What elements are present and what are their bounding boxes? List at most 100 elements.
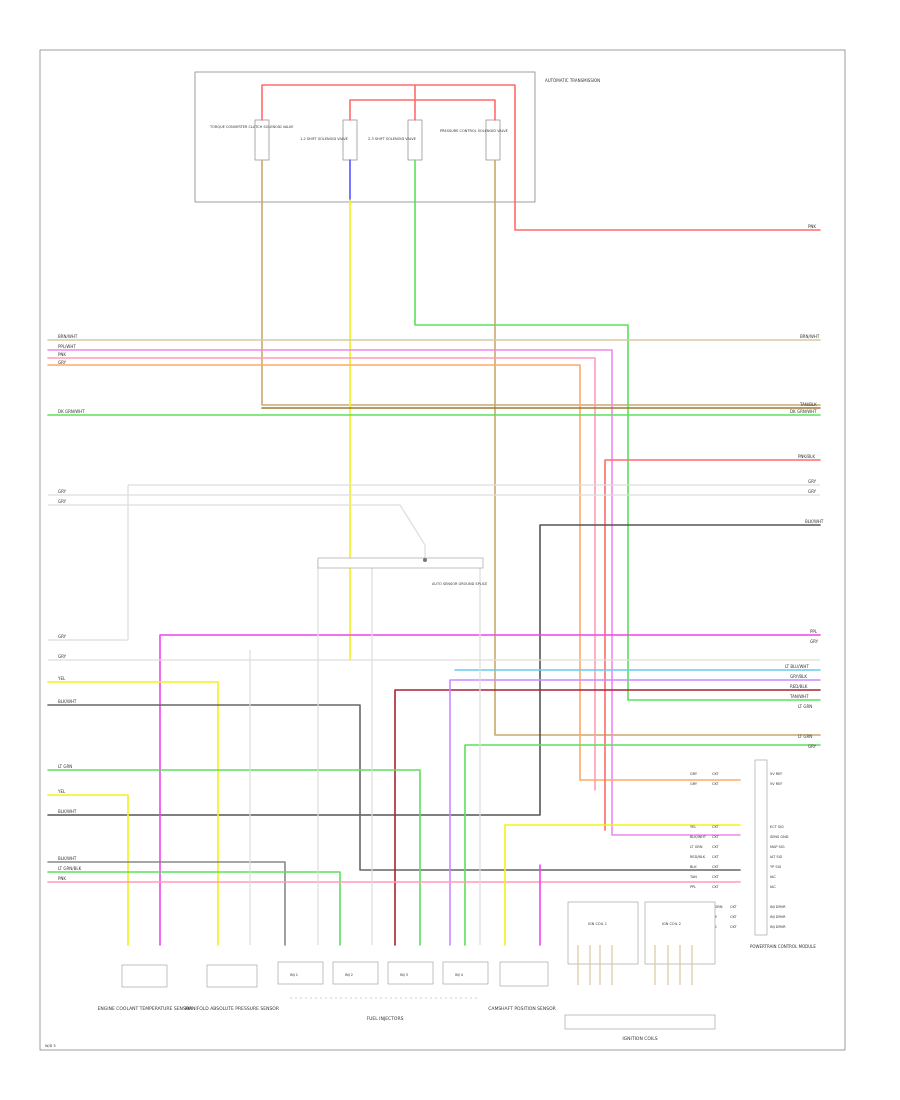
pcm-pin-func: IAC	[770, 875, 776, 879]
diagram-frame	[39, 49, 846, 1051]
pcm-pin-func: INJ DRVR	[770, 905, 786, 909]
solenoid-pcs: PRESSURE CONTROL SOLENOID VALVE	[440, 119, 508, 161]
left-wire-label: BRN/WHT	[58, 334, 78, 339]
right-wire-label: LT GRN	[798, 734, 812, 739]
fuel-injectors-label: FUEL INJECTORS	[367, 1016, 404, 1022]
left-wire-label: PNK	[58, 876, 66, 881]
right-wire-label: GRY	[808, 479, 817, 484]
solenoid-1-2-label: 1-2 SHIFT SOLENOID VALVE	[300, 137, 348, 141]
right-wire-label: PNK/BLK	[798, 454, 815, 459]
bottom-components: ENGINE COOLANT TEMPERATURE SENSOR MANIFO…	[98, 961, 556, 1022]
injector-4-label: INJ 4	[455, 973, 464, 977]
footer-code: W/D 5	[45, 1044, 56, 1048]
left-wire-label: DK GRN/WHT	[58, 409, 85, 414]
pcm-pin-wire: YEL	[690, 825, 696, 829]
splice-label: AUTO SENSOR GROUND SPLICE	[432, 582, 487, 586]
splice-box: AUTO SENSOR GROUND SPLICE	[317, 557, 487, 586]
left-wire-label: GRY	[58, 634, 67, 639]
left-wire-label: LT GRN/BLK	[58, 866, 82, 871]
pcm-pin-wire: LT GRN	[710, 905, 723, 909]
solenoid-2-3-label: 2-3 SHIFT SOLENOID VALVE	[368, 137, 416, 141]
pcm-pin-func: INJ DRVR	[770, 925, 786, 929]
left-wire-label: GRY	[58, 360, 67, 365]
right-wire-label: TAN/WHT	[789, 694, 809, 699]
left-wire-label: LT GRN	[58, 764, 72, 769]
pcm-connector: GRY CKT 5V REF GRY CKT 5V REF YEL CKT EC…	[689, 759, 816, 949]
right-wire-label: BRN/WHT	[800, 334, 820, 339]
right-wire-label: GRY/BLK	[790, 674, 807, 679]
injector-2-label: INJ 2	[345, 973, 353, 977]
right-wire-label: LT GRN	[798, 704, 812, 709]
pcm-pin-func: ECT SIG	[770, 825, 784, 829]
left-wire-label: YEL	[57, 789, 66, 794]
right-wire-label: GRY	[810, 639, 819, 644]
left-wire-label: PNK	[58, 352, 66, 357]
left-wire-label: GRY	[58, 499, 67, 504]
ignition-label: IGNITION COILS	[622, 1036, 657, 1042]
right-wire-label: GRY	[808, 744, 817, 749]
left-wire-label: BLK/WHT	[58, 699, 77, 704]
solenoid-pcs-label: PRESSURE CONTROL SOLENOID VALVE	[440, 129, 508, 133]
pcm-pin-circuit: CKT	[730, 925, 737, 929]
right-wire-label: GRY	[808, 489, 817, 494]
transmission-label: AUTOMATIC TRANSMISSION	[545, 78, 600, 83]
pcm-pin-circuit: CKT	[712, 865, 719, 869]
pcm-pin-circuit: CKT	[730, 905, 737, 909]
right-wire-label: PPL	[810, 629, 818, 634]
injector-1: INJ 1	[277, 961, 324, 985]
solenoid-tcc-label: TORQUE CONVERTER CLUTCH SOLENOID VALVE	[209, 125, 293, 129]
left-wire-label: PPL/WHT	[58, 344, 76, 349]
left-wire-label: BLK/WHT	[58, 856, 77, 861]
harness-wires	[47, 339, 821, 946]
pcm-pin-func: 5V REF	[770, 782, 782, 786]
left-wire-label: YEL	[57, 676, 66, 681]
pcm-pin-circuit: CKT	[712, 835, 719, 839]
pcm-pin-func: TP SIG	[769, 865, 782, 869]
pcm-pin-circuit: CKT	[712, 825, 719, 829]
left-wire-label: BLK/WHT	[58, 809, 77, 814]
transmission-module: AUTOMATIC TRANSMISSION TORQUE CONVERTER …	[194, 71, 600, 203]
pcm-pin-func: 5V REF	[770, 772, 782, 776]
pcm-pin-wire: BLK	[690, 865, 697, 869]
injector-3: INJ 3	[387, 961, 434, 985]
pcm-pin-wire: RED/BLK	[690, 855, 706, 859]
cmp-sensor-label: CAMSHAFT POSITION SENSOR	[488, 1006, 556, 1012]
coil-label: IGN COIL 1	[588, 922, 607, 926]
pcm-pin-circuit: CKT	[730, 915, 737, 919]
map-sensor: MANIFOLD ABSOLUTE PRESSURE SENSOR	[185, 964, 279, 1012]
map-sensor-label: MANIFOLD ABSOLUTE PRESSURE SENSOR	[185, 1006, 279, 1012]
pcm-label: POWERTRAIN CONTROL MODULE	[750, 944, 816, 949]
injector-1-label: INJ 1	[290, 973, 298, 977]
pcm-pin-wire: PPL	[690, 885, 696, 889]
injector-3-label: INJ 3	[400, 973, 408, 977]
pcm-pin-func: INJ DRVR	[770, 915, 786, 919]
pcm-pin-func: MAP SIG	[770, 845, 785, 849]
ect-sensor-label: ENGINE COOLANT TEMPERATURE SENSOR	[98, 1006, 193, 1012]
pcm-pin-circuit: CKT	[712, 855, 719, 859]
right-wire-label: LT BLU/WHT	[785, 664, 809, 669]
ect-sensor: ENGINE COOLANT TEMPERATURE SENSOR	[98, 964, 193, 1012]
pcm-pin-wire: LT GRN	[690, 845, 703, 849]
transmission-wires	[261, 84, 821, 736]
pcm-pin-wire: GRY	[690, 772, 698, 776]
pcm-pin-circuit: CKT	[712, 782, 719, 786]
left-wire-label: GRY	[58, 489, 67, 494]
pcm-pin-circuit: CKT	[712, 875, 719, 879]
right-wire-labels: PNK BRN/WHT TAN/BLK DK GRN/WHT PNK/BLK G…	[785, 224, 824, 749]
right-wire-label: DK GRN/WHT	[790, 409, 817, 414]
pcm-pin-circuit: CKT	[712, 885, 719, 889]
pcm-pin-wire: BLK/WHT	[690, 835, 707, 839]
pcm-pin-wire: GRY	[690, 782, 698, 786]
left-wire-labels: BRN/WHT PPL/WHT PNK GRY DK GRN/WHT GRY G…	[57, 334, 85, 881]
ignition-coils: IGN COIL 1 IGN COIL 2 IGNITION COILS	[564, 901, 716, 1042]
injector-4: INJ 4	[442, 961, 489, 985]
pcm-pin-func: IAT SIG	[770, 855, 783, 859]
pcm-pin-wire: TAN	[689, 875, 697, 879]
pcm-pin-func: IAC	[770, 885, 776, 889]
right-wire-label: BLK/WHT	[805, 519, 824, 524]
cmp-sensor: CAMSHAFT POSITION SENSOR	[488, 961, 556, 1012]
right-wire-label: PNK	[808, 224, 816, 229]
injector-2: INJ 2	[332, 961, 379, 985]
pcm-pin-circuit: CKT	[712, 772, 719, 776]
